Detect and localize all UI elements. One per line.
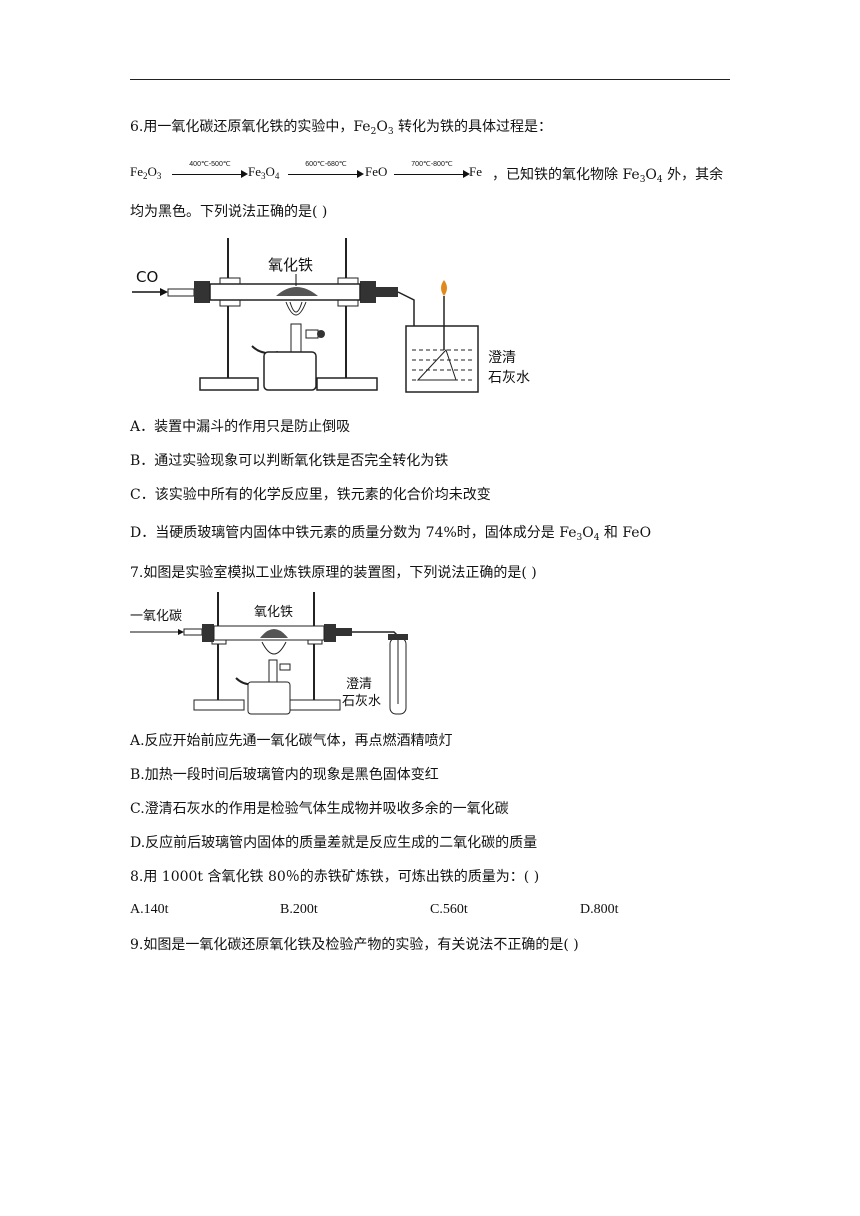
- header-rule: [130, 79, 730, 80]
- q7-option-a: A.反应开始前应先通一氧化碳气体，再点燃酒精喷灯: [130, 733, 453, 749]
- label-oxide: 氧化铁: [254, 605, 293, 620]
- q6-option-c: C．该实验中所有的化学反应里，铁元素的化合价均未改变: [130, 487, 491, 503]
- q7-option-d: D.反应前后玻璃管内固体的质量差就是反应生成的二氧化碳的质量: [130, 835, 538, 851]
- q6-option-a: A．装置中漏斗的作用只是防止倒吸: [130, 419, 351, 435]
- label-clear: 澄清: [346, 677, 372, 692]
- label-co: CO: [136, 268, 158, 286]
- q6-reaction-tail: ，已知铁的氧化物除 Fe3O4 外，其余: [492, 167, 724, 185]
- q6-stem-line3: 均为黑色。下列说法正确的是( ): [130, 204, 328, 220]
- label-co: 一氧化碳: [130, 609, 182, 624]
- q8-option-b: B.200t: [280, 902, 318, 917]
- label-limewater: 石灰水: [342, 694, 381, 709]
- formula-fe2o3: Fe2O3: [130, 164, 162, 181]
- label-clear: 澄清: [488, 350, 516, 366]
- formula-fe: Fe: [469, 164, 482, 179]
- q8-option-d: D.800t: [580, 902, 619, 917]
- formula-fe3o4: Fe3O4: [248, 164, 280, 181]
- q7-apparatus-figure: 一氧化碳 氧化铁 澄清 石灰水: [130, 592, 408, 715]
- q7-option-b: B.加热一段时间后玻璃管内的现象是黑色固体变红: [130, 767, 439, 783]
- label-limewater: 石灰水: [488, 370, 530, 386]
- q6-apparatus-figure: CO 氧化铁 澄清 石灰水: [132, 238, 530, 393]
- q8-stem: 8.用 1000t 含氧化铁 80％的赤铁矿炼铁，可炼出铁的质量为：( ): [130, 869, 540, 885]
- q9-stem: 9.如图是一氧化碳还原氧化铁及检验产物的实验，有关说法不正确的是( ): [130, 937, 579, 953]
- q8-option-c: C.560t: [430, 902, 468, 917]
- q7-option-c: C.澄清石灰水的作用是检验气体生成物并吸收多余的一氧化碳: [130, 801, 509, 817]
- q7-stem: 7.如图是实验室模拟工业炼铁原理的装置图，下列说法正确的是( ): [130, 565, 537, 581]
- formula-feo: FeO: [365, 164, 388, 179]
- label-oxide: 氧化铁: [268, 256, 313, 274]
- q6-stem: 6.用一氧化碳还原氧化铁的实验中，Fe2O3 转化为铁的具体过程是：: [130, 119, 552, 137]
- q6-option-d: D．当硬质玻璃管内固体中铁元素的质量分数为 74%时，固体成分是 Fe3O4 和…: [130, 525, 652, 543]
- q8-option-a: A.140t: [130, 902, 169, 917]
- q6-option-b: B．通过实验现象可以判断氧化铁是否完全转化为铁: [130, 453, 449, 469]
